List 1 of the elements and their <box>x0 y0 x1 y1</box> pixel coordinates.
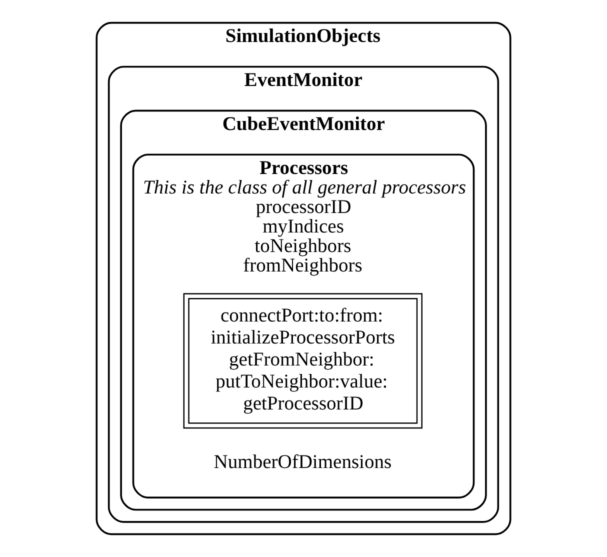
node-box: connectPort:to:from: initializeProcessorPorts getFromNeighbor: putToNeighbor:value: getProcessorID <box>183 293 422 429</box>
